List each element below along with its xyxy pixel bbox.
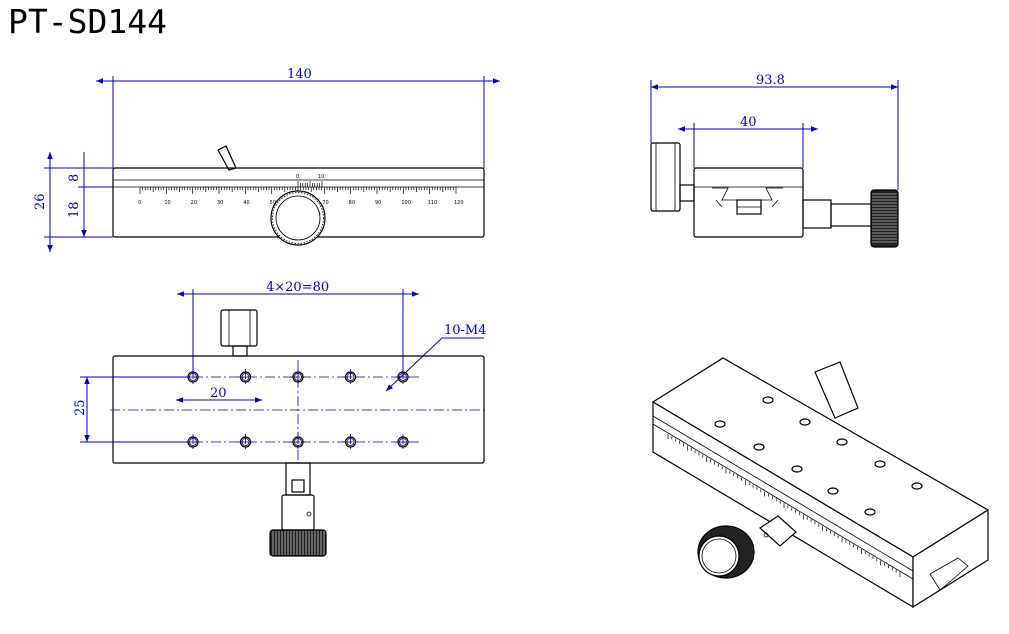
iso-mounting-hole xyxy=(864,508,876,516)
scale-label: 20 xyxy=(191,200,197,206)
scale-label: 30 xyxy=(217,200,223,206)
iso-mounting-hole xyxy=(753,443,765,451)
iso-mounting-hole xyxy=(791,465,803,473)
front-scale: 0102030405060708090100110120 xyxy=(138,181,464,206)
scale-label: 100 xyxy=(401,200,411,206)
scale-label: 80 xyxy=(349,200,355,206)
front-view: 140 26 8 18 0102030405060708090100110120… xyxy=(33,67,500,252)
iso-mounting-hole xyxy=(799,418,811,426)
vernier-label-0: 0 xyxy=(296,174,299,180)
scale-label: 0 xyxy=(138,200,141,206)
hole-spec-label: 10-M4 xyxy=(444,323,487,338)
iso-mounting-hole xyxy=(827,487,839,495)
height-total-label: 26 xyxy=(33,193,48,210)
iso-mounting-hole xyxy=(836,438,848,446)
row-spacing-label: 25 xyxy=(73,399,88,416)
top-view: 4×20=80 10-M4 25 20 xyxy=(73,280,487,557)
scale-label: 70 xyxy=(322,200,328,206)
side-inner-label: 40 xyxy=(740,115,757,130)
iso-mounting-hole xyxy=(762,396,774,404)
scale-label: 50 xyxy=(270,200,276,206)
scale-label: 40 xyxy=(243,200,249,206)
height-upper-label: 8 xyxy=(67,174,82,182)
scale-label: 110 xyxy=(428,200,438,206)
iso-mounting-hole xyxy=(874,460,886,468)
scale-label: 10 xyxy=(164,200,170,206)
vernier-label-10: 10 xyxy=(318,174,324,180)
side-width-label: 93.8 xyxy=(756,73,785,88)
iso-mounting-hole xyxy=(911,482,923,490)
front-width-label: 140 xyxy=(287,67,312,82)
height-lower-label: 18 xyxy=(67,201,82,218)
scale-label: 120 xyxy=(454,200,464,206)
mounting-holes xyxy=(185,369,411,450)
scale-label: 90 xyxy=(375,200,381,206)
hole-spacing-label: 20 xyxy=(210,386,227,401)
iso-mounting-hole xyxy=(714,420,726,428)
side-view: 93.8 40 xyxy=(650,73,899,248)
isometric-view xyxy=(651,357,990,609)
pitch-label: 4×20=80 xyxy=(266,280,329,295)
page-title: PT-SD144 xyxy=(8,2,167,41)
